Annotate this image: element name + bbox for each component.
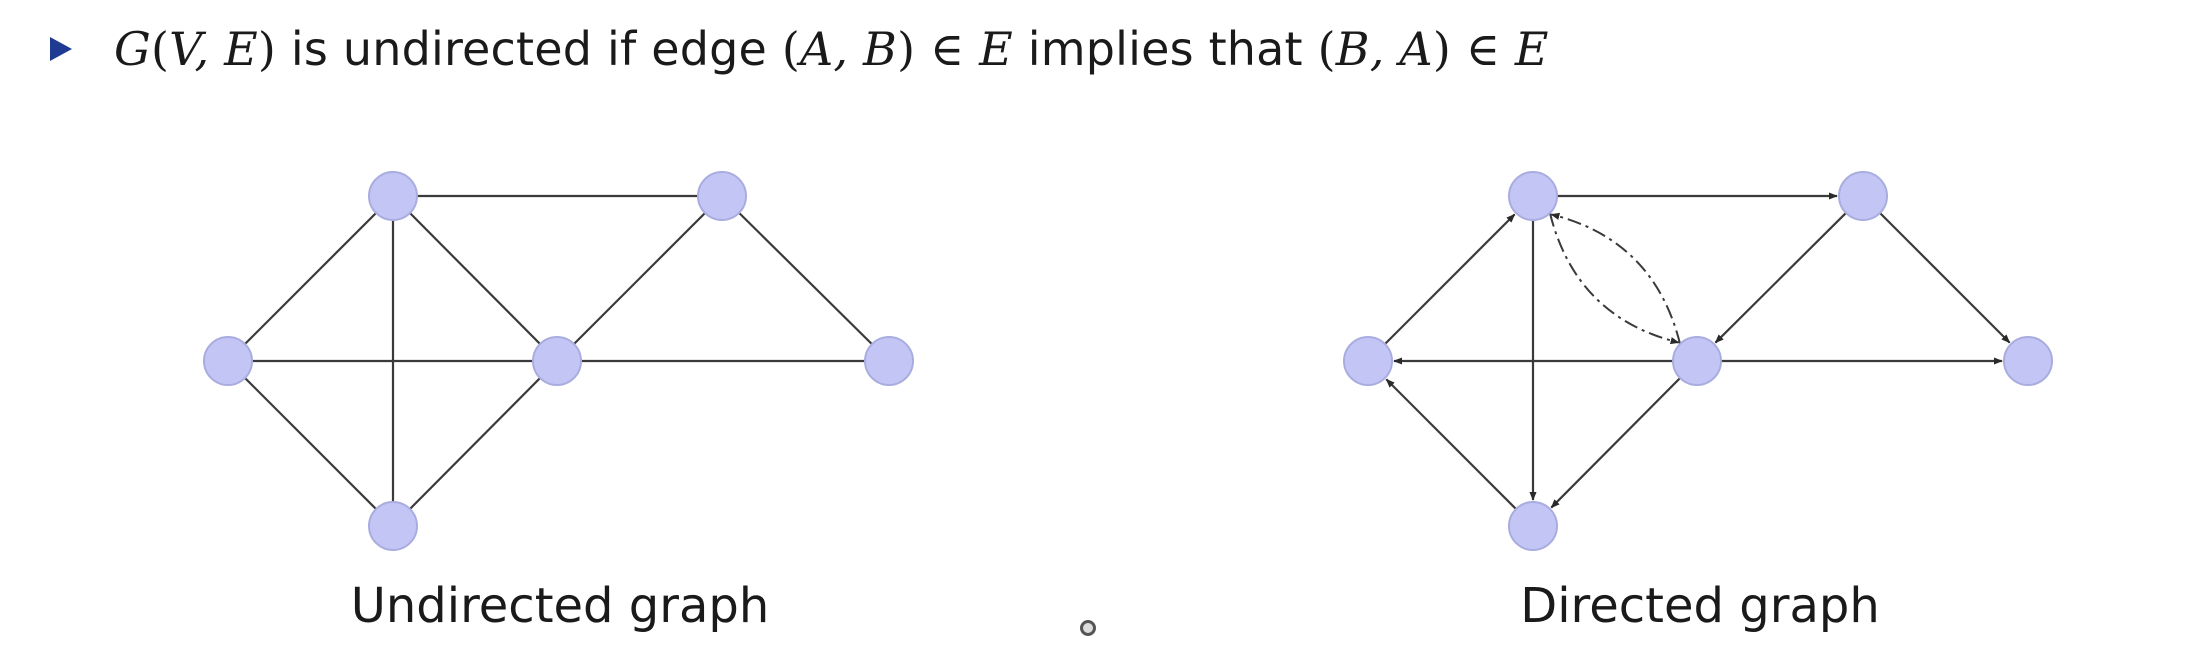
member-of-symbol: ∈ bbox=[915, 22, 980, 76]
node-right bbox=[2003, 336, 2053, 386]
edge-top-left-to-left bbox=[244, 212, 377, 345]
edge-top-right-to-center bbox=[573, 212, 706, 345]
node-right bbox=[864, 336, 914, 386]
graph-args: V, E bbox=[169, 22, 258, 76]
text-implies: implies that bbox=[1012, 22, 1318, 76]
directed-graph bbox=[1343, 171, 2053, 551]
node-center bbox=[1672, 336, 1722, 386]
edge-top-right-to-center bbox=[1714, 212, 1847, 344]
edge-top-left-to-center bbox=[1548, 212, 1680, 345]
edge-top-right-to-right bbox=[1879, 212, 2011, 344]
edge-ab: A, B bbox=[799, 22, 898, 76]
undirected-graph bbox=[203, 171, 914, 551]
set-e: E bbox=[1514, 22, 1549, 76]
set-e: E bbox=[979, 22, 1013, 76]
close-paren: ) bbox=[1432, 22, 1451, 76]
edge-top-left-to-center bbox=[409, 212, 541, 345]
bullet-triangle-icon bbox=[50, 37, 72, 61]
edge-center-to-bottom bbox=[1550, 377, 1681, 509]
directed-caption: Directed graph bbox=[1520, 578, 1880, 634]
edge-center-to-top-left bbox=[1550, 212, 1682, 345]
edge-left-to-top-left bbox=[1384, 213, 1516, 345]
open-paren: ( bbox=[150, 22, 170, 76]
node-top-right bbox=[1838, 171, 1888, 221]
node-left bbox=[1343, 336, 1393, 386]
node-center bbox=[532, 336, 582, 386]
edge-bottom-to-left bbox=[1385, 378, 1517, 510]
edge-top-right-to-right bbox=[738, 212, 873, 345]
node-bottom bbox=[368, 501, 418, 551]
member-of-symbol: ∈ bbox=[1451, 22, 1515, 76]
close-paren: ) bbox=[257, 22, 277, 76]
undirected-caption: Undirected graph bbox=[350, 578, 770, 634]
node-top-right bbox=[697, 171, 747, 221]
text-is-undirected: is undirected if edge bbox=[276, 22, 782, 76]
node-top-left bbox=[1508, 171, 1558, 221]
edge-center-to-bottom bbox=[409, 377, 541, 510]
open-paren: ( bbox=[1317, 22, 1336, 76]
node-bottom bbox=[1508, 501, 1558, 551]
node-left bbox=[203, 336, 253, 386]
close-paren: ) bbox=[897, 22, 916, 76]
statement-line: G(V, E) is undirected if edge (A, B) ∈ E… bbox=[50, 14, 1549, 84]
node-top-left bbox=[368, 171, 418, 221]
edge-left-to-bottom bbox=[244, 377, 377, 510]
edge-ba: B, A bbox=[1335, 22, 1433, 76]
open-paren: ( bbox=[781, 22, 800, 76]
cursor-icon bbox=[1080, 620, 1096, 636]
graph-symbol: G bbox=[114, 22, 151, 76]
